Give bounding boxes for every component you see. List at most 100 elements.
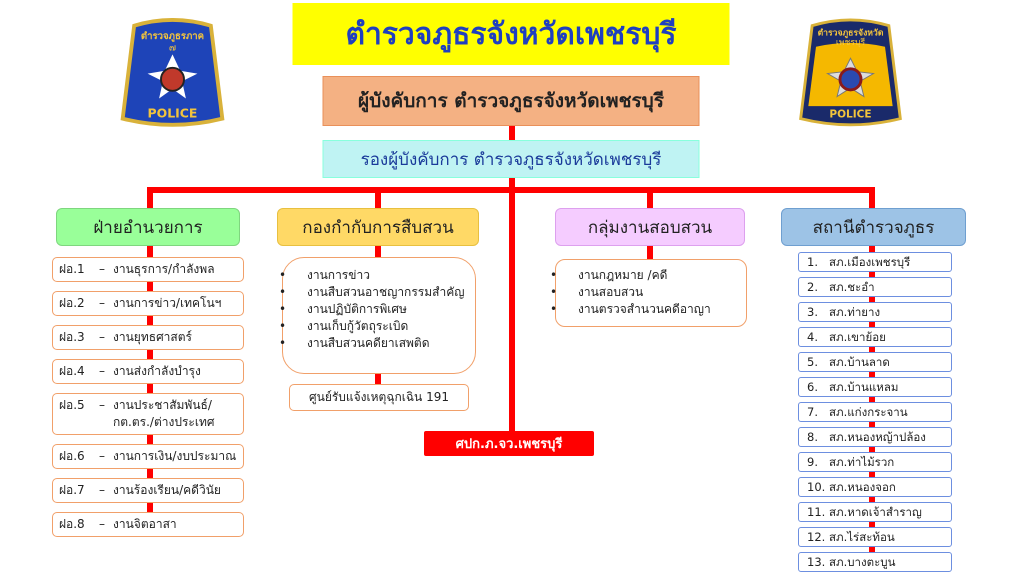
- section-code: ฝอ.2: [59, 296, 85, 310]
- admin-header: ฝ่ายอำนวยการ: [56, 208, 240, 246]
- section-text: งานประชาสัมพันธ์/ กต.ตร./ต่างประเทศ: [113, 397, 237, 431]
- station-number: 7.: [807, 404, 818, 419]
- section-text: งานยุทธศาสตร์: [113, 329, 237, 346]
- admin-section-item: ฝอ.5–งานประชาสัมพันธ์/กต.ตร./ต่างประเทศ: [52, 393, 244, 435]
- station-name: สภ.บ้านแหลม: [829, 379, 899, 394]
- section-code: ฝอ.7: [59, 483, 85, 497]
- section-dash: –: [99, 296, 105, 310]
- station-item: 13.สภ.บางตะบูน: [798, 552, 952, 572]
- station-item: 4. สภ.เขาย้อย: [798, 327, 952, 347]
- investigation-task: งานการข่าว: [293, 267, 465, 284]
- station-number: 4.: [807, 329, 818, 344]
- section-dash: –: [99, 483, 105, 497]
- station-name: สภ.แก่งกระจาน: [829, 404, 908, 419]
- station-number: 3.: [807, 304, 818, 319]
- inquiry-task: งานตรวจสำนวนคดีอาญา: [564, 301, 738, 318]
- svg-text:POLICE: POLICE: [148, 106, 198, 121]
- admin-section-item: ฝอ.7–งานร้องเรียน/คดีวินัย: [52, 478, 244, 503]
- station-item: 10.สภ.หนองจอก: [798, 477, 952, 497]
- station-name: สภ.เขาย้อย: [829, 329, 886, 344]
- admin-section-item: ฝอ.8–งานจิตอาสา: [52, 512, 244, 537]
- station-name: สภ.ท่าไม้รวก: [829, 454, 895, 469]
- section-dash: –: [99, 262, 105, 276]
- station-name: สภ.ไร่สะท้อน: [829, 529, 895, 544]
- station-name: สภ.หนองจอก: [829, 479, 896, 494]
- section-label: งานส่งกำลังบำรุง: [113, 364, 201, 378]
- section-label: งานประชาสัมพันธ์/: [113, 398, 212, 412]
- commander-box: ผู้บังคับการ ตำรวจภูธรจังหวัดเพชรบุรี: [322, 76, 700, 126]
- section-dash: –: [99, 364, 105, 378]
- station-number: 9.: [807, 454, 818, 469]
- section-code: ฝอ.4: [59, 364, 85, 378]
- section-text: งานการเงิน/งบประมาณ: [113, 448, 237, 465]
- station-name: สภ.ท่ายาง: [829, 304, 881, 319]
- svg-text:๗: ๗: [169, 43, 176, 54]
- station-name: สภ.หนองหญ้าปล้อง: [829, 429, 926, 444]
- station-item: 3. สภ.ท่ายาง: [798, 302, 952, 322]
- station-name: สภ.บางตะบูน: [829, 554, 896, 569]
- investigation-task: งานสืบสวนคดียาเสพติด: [293, 335, 465, 352]
- section-text: งานธุรการ/กำลังพล: [113, 261, 237, 278]
- station-name: สภ.บ้านลาด: [829, 354, 890, 369]
- section-text: งานจิตอาสา: [113, 516, 237, 533]
- station-item: 12.สภ.ไร่สะท้อน: [798, 527, 952, 547]
- investigation-header: กองกำกับการสืบสวน: [277, 208, 479, 246]
- section-label-line2: กต.ตร./ต่างประเทศ: [113, 415, 215, 429]
- station-item: 8. สภ.หนองหญ้าปล้อง: [798, 427, 952, 447]
- station-number: 5.: [807, 354, 818, 369]
- admin-section-item: ฝอ.3–งานยุทธศาสตร์: [52, 325, 244, 350]
- section-label: งานจิตอาสา: [113, 517, 177, 531]
- inquiry-header: กลุ่มงานสอบสวน: [555, 208, 745, 246]
- station-number: 1.: [807, 254, 818, 269]
- section-code: ฝอ.6: [59, 449, 85, 463]
- station-name: สภ.หาดเจ้าสำราญ: [829, 504, 922, 519]
- station-number: 10.: [807, 479, 826, 494]
- station-item: 11.สภ.หาดเจ้าสำราญ: [798, 502, 952, 522]
- station-number: 8.: [807, 429, 818, 444]
- station-item: 9. สภ.ท่าไม้รวก: [798, 452, 952, 472]
- section-label: งานธุรการ/กำลังพล: [113, 262, 215, 276]
- station-number: 12.: [807, 529, 826, 544]
- section-code: ฝอ.1: [59, 262, 85, 276]
- station-item: 1.สภ.เมืองเพชรบุรี: [798, 252, 952, 272]
- station-number: 2.: [807, 279, 818, 294]
- admin-section-item: ฝอ.2–งานการข่าว/เทคโนฯ: [52, 291, 244, 316]
- admin-section-item: ฝอ.6–งานการเงิน/งบประมาณ: [52, 444, 244, 469]
- section-code: ฝอ.8: [59, 517, 85, 531]
- svg-text:เพชรบุรี: เพชรบุรี: [836, 37, 866, 48]
- admin-section-list: ฝอ.1–งานธุรการ/กำลังพลฝอ.2–งานการข่าว/เท…: [52, 257, 244, 537]
- station-number: 6.: [807, 379, 818, 394]
- page-title: ตำรวจภูธรจังหวัดเพชรบุรี: [292, 3, 730, 65]
- section-dash: –: [99, 517, 105, 531]
- section-text: งานส่งกำลังบำรุง: [113, 363, 237, 380]
- investigation-task: งานปฏิบัติการพิเศษ: [293, 301, 465, 318]
- station-list: 1.สภ.เมืองเพชรบุรี 2. สภ.ชะอำ 3. สภ.ท่ายาง 4.…: [798, 252, 952, 572]
- section-label: งานการเงิน/งบประมาณ: [113, 449, 237, 463]
- investigation-tasks-box: งานการข่าว งานสืบสวนอาชญากรรมสำคัญ งานปฏ…: [282, 257, 476, 374]
- command-center-box: ศปก.ภ.จว.เพชรบุรี: [424, 431, 594, 456]
- station-number: 11.: [807, 504, 826, 519]
- inquiry-task: งานกฎหมาย /คดี: [564, 267, 738, 284]
- admin-section-item: ฝอ.4–งานส่งกำลังบำรุง: [52, 359, 244, 384]
- section-text: งานการข่าว/เทคโนฯ: [113, 295, 237, 312]
- station-item: 5. สภ.บ้านลาด: [798, 352, 952, 372]
- connector-horizontal: [147, 187, 872, 193]
- section-dash: –: [99, 449, 105, 463]
- station-name: สภ.ชะอำ: [829, 279, 875, 294]
- investigation-task: งานสืบสวนอาชญากรรมสำคัญ: [293, 284, 465, 301]
- station-item: 7. สภ.แก่งกระจาน: [798, 402, 952, 422]
- stations-header: สถานีตำรวจภูธร: [781, 208, 966, 246]
- svg-text:POLICE: POLICE: [829, 109, 871, 121]
- admin-section-item: ฝอ.1–งานธุรการ/กำลังพล: [52, 257, 244, 282]
- inquiry-task: งานสอบสวน: [564, 284, 738, 301]
- phetchaburi-police-logo: ตำรวจภูธรจังหวัด เพชรบุรี POLICE: [799, 18, 902, 127]
- connector-main: [509, 126, 515, 436]
- section-label: งานยุทธศาสตร์: [113, 330, 192, 344]
- station-number: 13.: [807, 554, 826, 569]
- connector-stations: [869, 187, 875, 557]
- svg-text:ตำรวจภูธรจังหวัด: ตำรวจภูธรจังหวัด: [818, 27, 884, 38]
- station-item: 6. สภ.บ้านแหลม: [798, 377, 952, 397]
- section-label: งานร้องเรียน/คดีวินัย: [113, 483, 221, 497]
- inquiry-tasks-box: งานกฎหมาย /คดี งานสอบสวน งานตรวจสำนวนคดี…: [555, 259, 747, 327]
- investigation-task: งานเก็บกู้วัตถุระเบิด: [293, 318, 465, 335]
